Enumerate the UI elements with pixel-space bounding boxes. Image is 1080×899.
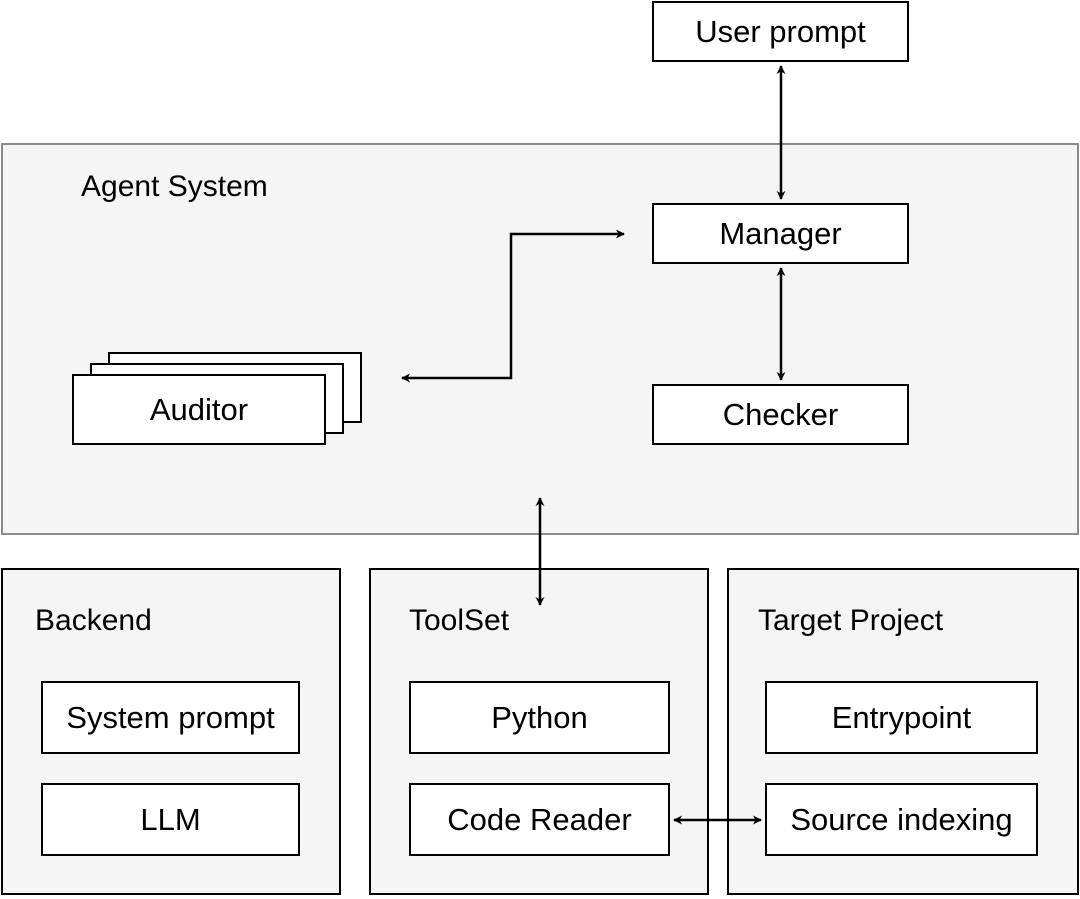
- source-indexing-box: Source indexing: [765, 783, 1038, 856]
- toolset-title: ToolSet: [409, 604, 510, 637]
- llm-box: LLM: [41, 783, 300, 856]
- checker-box: Checker: [652, 384, 909, 445]
- user-prompt-box: User prompt: [652, 1, 909, 62]
- agent-system-title: Agent System: [81, 170, 268, 203]
- python-box: Python: [409, 681, 670, 754]
- backend-title: Backend: [35, 604, 152, 637]
- entrypoint-box: Entrypoint: [765, 681, 1038, 754]
- agent-system-panel: Agent System: [1, 143, 1079, 535]
- manager-box: Manager: [652, 203, 909, 264]
- auditor-box: Auditor: [72, 374, 326, 445]
- code-reader-box: Code Reader: [409, 783, 670, 856]
- system-prompt-box: System prompt: [41, 681, 300, 754]
- target-project-title: Target Project: [758, 604, 944, 637]
